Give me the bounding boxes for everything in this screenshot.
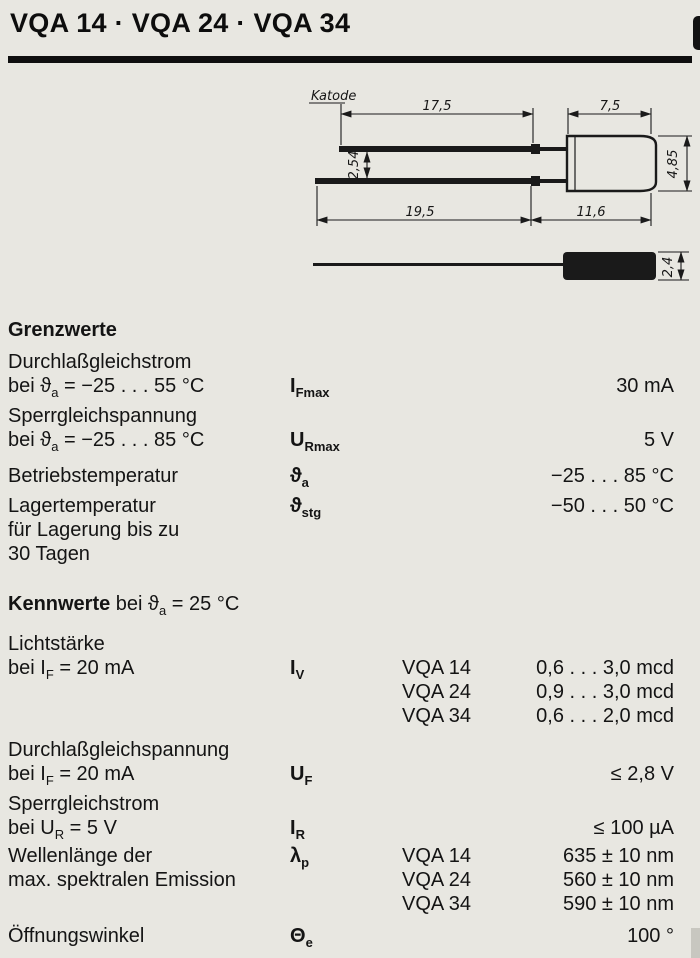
param-value: ≤ 2,8 V bbox=[610, 763, 674, 785]
param-name: Durchlaßgleichstrom bbox=[8, 351, 192, 373]
variant-type: VQA 24 bbox=[402, 681, 471, 703]
variant-type: VQA 34 bbox=[402, 893, 471, 915]
param-value: 30 mA bbox=[616, 375, 674, 397]
row-durchlassgleichspannung: Durchlaßgleichspannung bei IF = 20 mA UF… bbox=[8, 738, 692, 788]
param-name: Wellenlänge der bbox=[8, 845, 153, 867]
dim-pitch-label: 2,54 bbox=[347, 151, 362, 180]
param-name-line3: 30 Tagen bbox=[8, 543, 90, 565]
spec-table: Grenzwerte Durchlaßgleichstrom bei ϑa = … bbox=[8, 318, 692, 950]
param-condition: bei ϑa = −25 . . . 55 °C bbox=[8, 375, 205, 400]
variant-value: 635 ± 10 nm bbox=[562, 845, 674, 867]
row-sperrgleichspannung: Sperrgleichspannung bei ϑa = −25 . . . 8… bbox=[8, 404, 692, 454]
dim-body-len-label: 11,6 bbox=[577, 205, 606, 220]
package-drawing: Katode 17,5 7,5 2,54 4,85 19,5 11,6 2,4 bbox=[295, 88, 695, 306]
variant-value: 0,6 . . . 2,0 mcd bbox=[536, 705, 674, 727]
param-symbol: ϑa bbox=[290, 465, 309, 490]
kennwerte-heading: Kennwerte bei ϑa = 25 °C bbox=[8, 593, 240, 618]
dim-lead1-label: 17,5 bbox=[423, 99, 452, 114]
anode-lead bbox=[315, 178, 531, 184]
param-value: −50 . . . 50 °C bbox=[550, 495, 674, 517]
grenzwerte-heading: Grenzwerte bbox=[8, 319, 117, 341]
page-title: VQA 14 · VQA 24 · VQA 34 bbox=[10, 8, 351, 38]
param-symbol: IFmax bbox=[290, 375, 330, 400]
param-condition: bei ϑa = −25 . . . 85 °C bbox=[8, 429, 205, 454]
dim-body-thick-label: 2,4 bbox=[661, 257, 676, 278]
dim-body-width-label: 4,85 bbox=[666, 150, 681, 179]
param-name: Betriebstemperatur bbox=[8, 465, 179, 487]
katode-label: Katode bbox=[311, 89, 356, 104]
dim-body-top-label: 7,5 bbox=[600, 99, 621, 114]
param-symbol: UF bbox=[290, 763, 313, 788]
variant-type: VQA 24 bbox=[402, 869, 471, 891]
scan-artifact-top bbox=[693, 16, 700, 50]
variant-value: 0,6 . . . 3,0 mcd bbox=[536, 657, 674, 679]
param-value: 100 ° bbox=[627, 925, 674, 947]
param-name: Durchlaßgleichspannung bbox=[8, 739, 230, 761]
param-value: −25 . . . 85 °C bbox=[550, 465, 674, 487]
scan-artifact-bottom bbox=[691, 928, 700, 958]
variant-value: 0,9 . . . 3,0 mcd bbox=[536, 681, 674, 703]
package-drawing-svg: Katode 17,5 7,5 2,54 4,85 19,5 11,6 2,4 bbox=[309, 89, 692, 281]
cathode-lead bbox=[339, 146, 531, 152]
leads-top-view bbox=[315, 144, 568, 186]
row-lichtstaerke: Lichtstärke bei IF = 20 mA IV VQA 14 0,6… bbox=[8, 632, 692, 728]
dim-lead2-label: 19,5 bbox=[406, 205, 435, 220]
variant-value: 590 ± 10 nm bbox=[562, 893, 674, 915]
param-condition: bei IF = 20 mA bbox=[8, 763, 135, 788]
param-name: Sperrgleichstrom bbox=[8, 793, 160, 815]
param-name: Öffnungswinkel bbox=[8, 925, 145, 947]
param-name: Sperrgleichspannung bbox=[8, 405, 198, 427]
variant-type: VQA 14 bbox=[402, 657, 471, 679]
row-durchlassgleichstrom: Durchlaßgleichstrom bei ϑa = −25 . . . 5… bbox=[8, 350, 692, 400]
param-name-line2: für Lagerung bis zu bbox=[8, 519, 180, 541]
title-rule bbox=[8, 56, 692, 63]
param-symbol: IV bbox=[290, 657, 305, 682]
param-symbol: λp bbox=[290, 845, 310, 870]
row-sperrgleichstrom: Sperrgleichstrom bei UR = 5 V IR ≤ 100 µ… bbox=[8, 792, 692, 842]
param-name-line2: max. spektralen Emission bbox=[8, 869, 236, 891]
param-symbol: IR bbox=[290, 817, 305, 842]
led-side-view bbox=[313, 252, 656, 280]
param-name: Lagertemperatur bbox=[8, 495, 156, 517]
side-lead bbox=[313, 263, 565, 266]
param-name: Lichtstärke bbox=[8, 633, 105, 655]
param-symbol: URmax bbox=[290, 429, 340, 454]
row-wellenlaenge: Wellenlänge der λp VQA 14 635 ± 10 nm ma… bbox=[8, 844, 692, 916]
led-body-top-view bbox=[565, 134, 658, 193]
dimension-lines bbox=[316, 110, 691, 281]
param-symbol: ϑstg bbox=[290, 495, 322, 520]
variant-value: 560 ± 10 nm bbox=[562, 869, 674, 891]
dimension-labels: Katode 17,5 7,5 2,54 4,85 19,5 11,6 2,4 bbox=[311, 89, 681, 277]
param-condition: bei UR = 5 V bbox=[8, 817, 117, 842]
param-value: ≤ 100 µA bbox=[593, 817, 674, 839]
param-value: 5 V bbox=[643, 429, 674, 451]
variant-type: VQA 14 bbox=[402, 845, 471, 867]
variant-type: VQA 34 bbox=[402, 705, 471, 727]
row-oeffnungswinkel: Öffnungswinkel Θe 100 ° bbox=[8, 924, 692, 950]
row-betriebstemperatur: Betriebstemperatur ϑa −25 . . . 85 °C bbox=[8, 464, 692, 490]
row-lagertemperatur: Lagertemperatur ϑstg −50 . . . 50 °C für… bbox=[8, 494, 692, 566]
param-symbol: Θe bbox=[290, 925, 313, 950]
led-body-side-view bbox=[563, 252, 656, 280]
param-condition: bei IF = 20 mA bbox=[8, 657, 135, 682]
